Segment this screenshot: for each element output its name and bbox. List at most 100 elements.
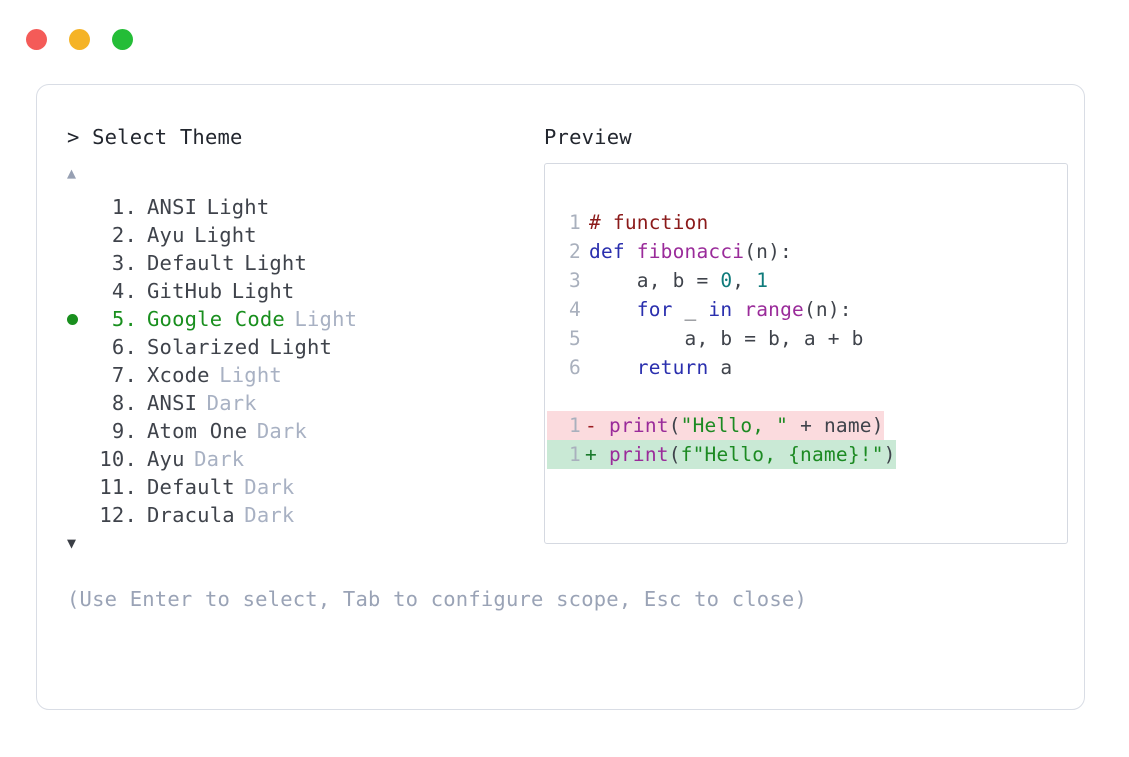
diff-line-text: print("Hello, " + name) — [601, 411, 884, 440]
theme-list-item[interactable]: 11. Default Dark — [67, 473, 544, 501]
theme-item-index: 6. — [99, 335, 137, 359]
diff-marker-minus-icon: - — [585, 414, 597, 437]
scroll-down-icon[interactable]: ▼ — [67, 534, 77, 552]
line-number: 1 — [569, 211, 581, 234]
theme-item-name: Default — [147, 251, 235, 275]
theme-item-index: 12. — [99, 503, 137, 527]
minimize-dot[interactable] — [69, 29, 90, 50]
code-token-plain: _ — [672, 298, 709, 321]
prompt-label: > Select Theme — [67, 125, 243, 149]
code-token-punct: (n): — [803, 298, 852, 321]
diff-marker-plus-icon: + — [585, 443, 597, 466]
preview-label: Preview — [544, 125, 632, 149]
maximize-dot[interactable] — [112, 29, 133, 50]
line-number: 1 — [569, 443, 581, 466]
close-dot[interactable] — [26, 29, 47, 50]
code-token-kw: for — [636, 298, 673, 321]
code-token-plain — [589, 298, 637, 321]
theme-list-item[interactable]: 2. Ayu Light — [67, 221, 544, 249]
code-token-kw: return — [636, 356, 709, 379]
theme-item-name: Default — [147, 475, 235, 499]
theme-item-variant: Dark — [256, 419, 308, 443]
theme-item-name: Ayu — [147, 223, 185, 247]
selected-dot-icon — [67, 313, 78, 325]
code-token-plain: , — [732, 269, 757, 292]
diff-line-plus: 1+print(f"Hello, {name}!") — [547, 440, 1067, 469]
bullet-placeholder — [67, 445, 91, 473]
code-token-punct: ( — [668, 414, 681, 437]
theme-item-index: 10. — [99, 447, 137, 471]
code-token-num: 0 — [720, 269, 733, 292]
theme-item-variant: Light — [231, 279, 295, 303]
diff-line-text: print(f"Hello, {name}!") — [601, 440, 896, 469]
theme-item-index: 8. — [99, 391, 137, 415]
theme-item-index: 9. — [99, 419, 137, 443]
code-line: 5 a, b = b, a + b — [547, 324, 1067, 353]
line-number: 1 — [569, 414, 581, 437]
theme-item-index: 7. — [99, 363, 137, 387]
code-token-plain: a, b = — [589, 269, 721, 292]
code-token-plain — [589, 356, 637, 379]
theme-item-index: 2. — [99, 223, 137, 247]
bullet-placeholder — [67, 277, 91, 305]
scroll-up-icon[interactable]: ▲ — [67, 164, 77, 182]
window-controls — [26, 29, 133, 50]
bullet-placeholder — [67, 417, 91, 445]
code-line-text: a, b = 0, 1 — [581, 266, 768, 295]
theme-item-index: 1. — [99, 195, 137, 219]
bullet-placeholder — [67, 249, 91, 277]
theme-item-variant: Dark — [244, 503, 295, 527]
code-line-text: for _ in range(n): — [581, 295, 852, 324]
bullet-placeholder — [67, 361, 91, 389]
code-token-fn: print — [609, 414, 669, 437]
theme-item-variant: Light — [294, 307, 358, 331]
code-line-text: return a — [581, 353, 732, 382]
bullet-placeholder — [67, 473, 91, 501]
code-token-num: 1 — [756, 269, 769, 292]
theme-item-variant: Light — [206, 195, 270, 219]
theme-item-index: 5. — [99, 307, 137, 331]
code-token-fn: print — [609, 443, 669, 466]
theme-item-variant: Dark — [244, 475, 295, 499]
bullet-placeholder — [67, 221, 91, 249]
theme-list-item[interactable]: 9. Atom One Dark — [67, 417, 544, 445]
theme-item-variant: Dark — [206, 391, 257, 415]
theme-item-name: Ayu — [147, 447, 185, 471]
line-number: 3 — [569, 269, 581, 292]
theme-item-variant: Light — [219, 363, 282, 387]
code-token-plain: a, b = b, a + b — [589, 327, 864, 350]
theme-item-variant: Light — [194, 223, 257, 247]
code-token-plain: + name) — [788, 414, 884, 437]
theme-item-index: 3. — [99, 251, 137, 275]
code-line: 6 return a — [547, 353, 1067, 382]
line-number: 5 — [569, 327, 581, 350]
theme-item-name: Atom One — [147, 419, 248, 443]
theme-list-item[interactable]: 7. Xcode Light — [67, 361, 544, 389]
line-number: 2 — [569, 240, 581, 263]
theme-item-name: Xcode — [147, 363, 210, 387]
code-token-comment: # function — [589, 211, 709, 234]
theme-item-index: 11. — [99, 475, 137, 499]
diff-sample: 1-print("Hello, " + name)1+print(f"Hello… — [545, 411, 1067, 469]
bullet-placeholder — [67, 333, 91, 361]
theme-item-index: 4. — [99, 279, 137, 303]
code-token-kw: in — [708, 298, 733, 321]
code-token-punct: (n): — [744, 240, 792, 263]
code-gap — [545, 382, 1067, 411]
bullet-placeholder — [67, 501, 91, 529]
